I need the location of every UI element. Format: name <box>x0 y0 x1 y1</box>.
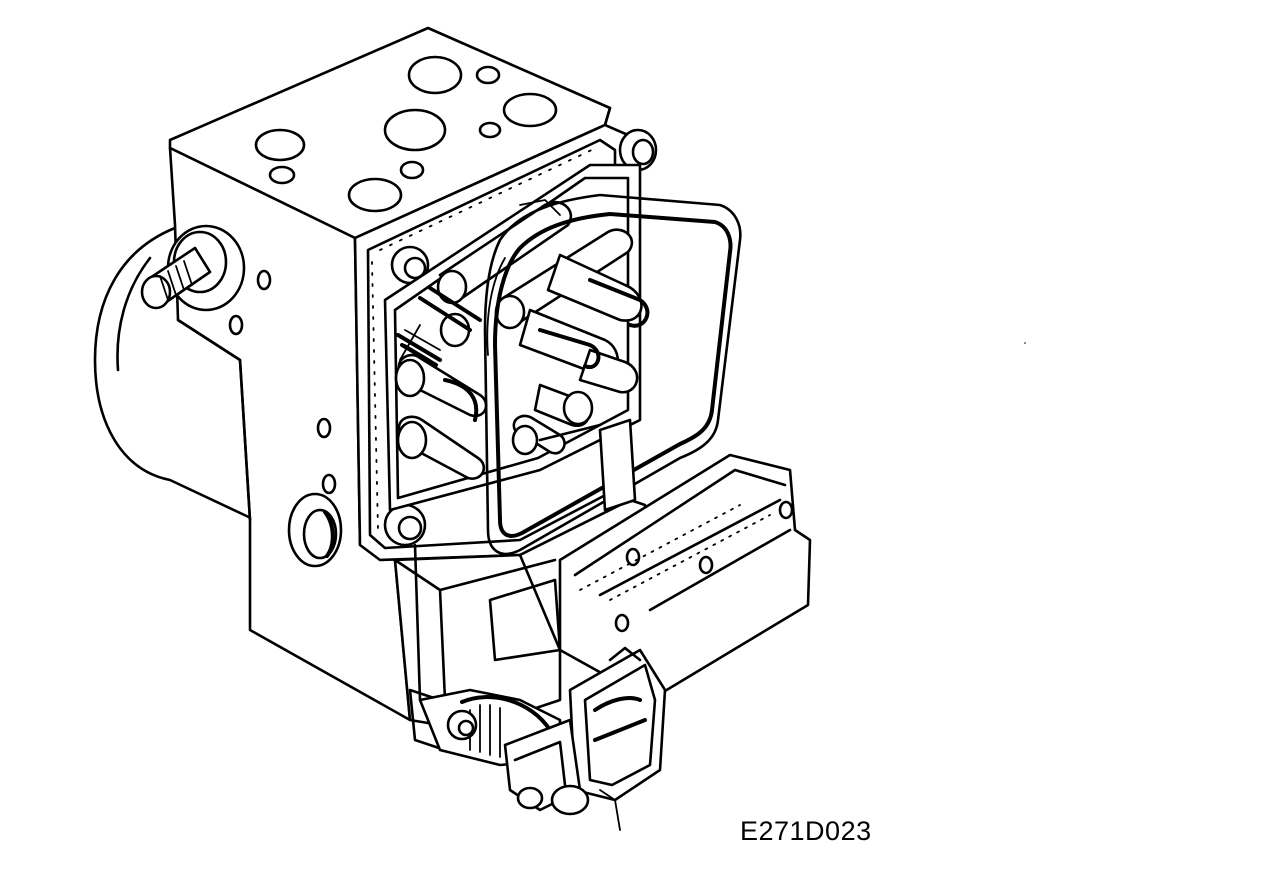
side-holes <box>228 269 343 568</box>
stray-dot <box>1024 342 1026 344</box>
motor-terminal-stud <box>140 224 246 312</box>
figure-code-label: E271D023 <box>740 816 872 846</box>
top-ports <box>254 55 558 213</box>
wiring-connector <box>503 646 667 831</box>
ecu-cover <box>483 193 742 556</box>
solenoid-coils <box>394 199 650 480</box>
